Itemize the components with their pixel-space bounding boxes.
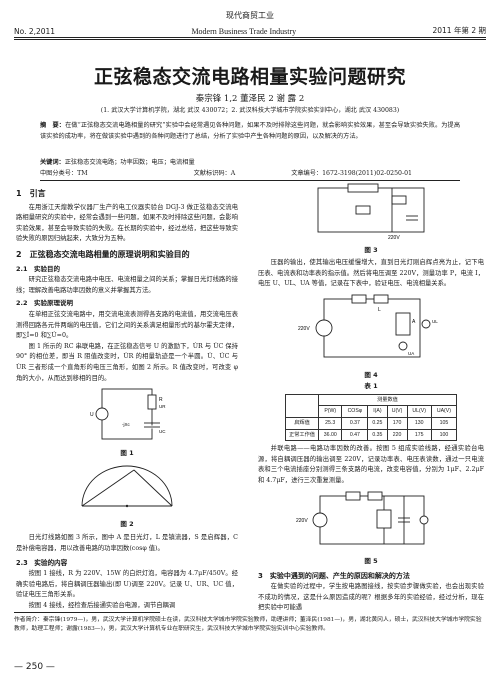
table-1-caption: 表 1 <box>364 382 378 391</box>
table-cell: 36.00 <box>317 428 343 442</box>
table-row: 启辉值 25.3 0.37 0.25 170 130 105 <box>285 416 458 430</box>
figure-1-caption: 图 1 <box>120 448 134 457</box>
figure-1-label-u: U <box>90 412 94 418</box>
figure-4-caption: 图 4 <box>364 370 378 379</box>
abstract-text: 在做“正弦稳态交流电路相量的研究”实验中会经常遇见各种问题，如果不及时排除这些问… <box>40 122 461 140</box>
section-2-1-title: 2.1 实验目的 <box>16 264 61 273</box>
classification-row: 中图分类号：TM 文献标识码：A 文章编号：1672-3198(2011)02-… <box>40 168 460 177</box>
figure-1-circuit: R UR -jXc UC U <box>90 388 166 440</box>
figure-3: 220V 图 3 <box>258 183 484 255</box>
table-cell: 175 <box>406 428 432 442</box>
table-1: 测量数值 P(W) COSφ I(A) U(V) UL(V) UA(V) 启辉值… <box>285 393 458 442</box>
table-col-header: COSφ <box>341 405 369 418</box>
figure-5-label-220: 220V <box>296 518 308 524</box>
table-cell: 130 <box>406 416 432 430</box>
table-row-label: 正常工作值 <box>285 428 319 442</box>
section-2-2-para-2: 图 1 所示的 RC 串联电路，在正弦稳态信号 U 的激励下，U̇R 与 U̇C… <box>16 342 238 382</box>
abstract-rule <box>40 180 460 181</box>
figure-5-circuit: 220V <box>296 491 429 544</box>
footnote-rule <box>14 612 160 613</box>
figure-2: 图 2 <box>16 462 238 529</box>
doc-code: 文献标识码：A <box>193 170 236 177</box>
table-col-header: I(A) <box>367 405 388 418</box>
figure-5: 220V 图 5 <box>258 490 484 567</box>
figure-4-circuit: 220V L A UL UA <box>298 294 438 358</box>
keywords-label: 关键词： <box>40 159 65 166</box>
figure-4-label-a: A <box>412 319 416 325</box>
figure-2-phasor <box>81 465 173 508</box>
section-2-3-title: 2.3 实验的内容 <box>16 558 68 567</box>
table-cell: 25.3 <box>317 416 343 430</box>
figure-4: 220V L A UL UA 图 4 表 1 <box>258 293 484 392</box>
right-para-1: 压器的输出，使其输出电压缓慢增大，直到日光灯刚启辉点亮为止，记下电压表、电流表和… <box>258 259 484 288</box>
section-1-para: 在用浙江天煌教学仪器厂生产的电工仪器实验台 DGJ-3 做正弦稳态交流电路相量研… <box>16 203 238 243</box>
table-cell: 170 <box>386 416 408 430</box>
keywords-text: 正弦稳态交流电路；功率因数；电压；电流相量 <box>64 159 195 166</box>
section-2-title: 2 正弦稳态交流电路相量的原理说明和实验目的 <box>16 249 190 259</box>
author-footnote: 作者简介：秦宗锋(1979—)，男，武汉大学计算机学院硕士在读，武汉科技大学城市… <box>14 617 482 632</box>
table-cell: 220 <box>386 428 408 442</box>
table-group-header: 测量数值 <box>318 393 457 407</box>
journal-name: 现代商贸工业 <box>226 11 274 20</box>
figure-3-caption: 图 3 <box>364 245 378 254</box>
table-cell: 0.37 <box>341 416 369 430</box>
page-number: — 250 — <box>14 662 55 672</box>
issue-right: 2011 年第 2 期 <box>432 26 486 35</box>
table-cell: 0.47 <box>341 428 369 442</box>
right-para-2: 并联电路——电路功率因数的改善。按图 5 组成实验线路，经通实验台电源，将自耦调… <box>258 445 484 484</box>
abstract-label: 摘 要： <box>40 122 66 129</box>
section-3-title: 3 实验中遇到的问题、产生的原因和解决的方法 <box>258 571 410 580</box>
table-cell: 0.35 <box>367 428 388 442</box>
table-cell: 0.25 <box>367 416 388 430</box>
table-corner <box>285 393 319 418</box>
journal-english: Modern Business Trade Industry <box>191 27 297 36</box>
figure-4-label-l: L <box>378 307 381 313</box>
table-row-label: 启辉值 <box>285 416 319 430</box>
article-number: 文章编号：1672-3198(2011)02-0250-01 <box>291 170 412 177</box>
section-2-2-title: 2.2 实验原理说明 <box>16 299 74 308</box>
table-cell: 100 <box>430 428 458 442</box>
figure-4-label-ua: UA <box>408 351 414 356</box>
figure-2-caption: 图 2 <box>120 519 134 528</box>
section-1-title: 1 引言 <box>16 189 46 198</box>
table-col-header: P(W) <box>317 405 343 418</box>
section-3-para: 在做实验的过程中，学生按电路图接线，按实验步骤做实验，也会出现实验不成功的情况，… <box>258 583 484 612</box>
figure-3-label-220: 220V <box>388 235 400 241</box>
authors: 秦宗锋 1,2 董泽民 2 谢 露 2 <box>195 94 305 104</box>
figure-1: R UR -jXc UC U 图 1 <box>16 387 238 458</box>
header-rule-thin <box>14 39 486 40</box>
figure-3-circuit: 220V <box>317 183 425 241</box>
paper-title: 正弦稳态交流电路相量实验问题研究 <box>93 66 406 88</box>
header-rule <box>14 37 486 38</box>
section-2-3-para-2: 按图 4 接线，经检查后接通实验台电源，调节自耦调 <box>28 602 176 610</box>
issue-left: No. 2,2011 <box>14 27 56 36</box>
figure-4-label-ul: UL <box>432 319 438 324</box>
left-column: 1 引言 在用浙江天煌教学仪器厂生产的电工仪器实验台 DGJ-3 做正弦稳态交流… <box>16 184 238 612</box>
right-column: 220V 图 3 压器的输出，使其输出电压缓慢增大，直到日光灯刚启辉点亮为止，记… <box>258 183 484 614</box>
section-2-2-para-3: 日光灯线路如图 3 所示，图中 A 是日光灯，L 是镇流器，S 是启辉器，C 是… <box>16 534 238 553</box>
figure-1-label-uc: UC <box>159 429 166 434</box>
figure-1-label-jxc: -jXc <box>122 422 130 427</box>
section-2-3-para-1: 按图 1 接线，R 为 220V、15W 的白炽灯泡，电容器为 4.7μF/45… <box>16 570 238 599</box>
clc-number: 中图分类号：TM <box>40 170 88 177</box>
figure-1-label-ur: UR <box>159 404 166 409</box>
table-col-header: U(V) <box>386 405 408 418</box>
section-2-2-para-1: 在单相正弦交流电路中，用交流电流表测得各支路的电流值，用交流电压表测得回路各元件… <box>16 310 238 340</box>
section-2-1-para: 研究正弦稳态交流电路中电压、电流相量之间的关系；掌握日光灯线路的接线；理解改善电… <box>16 276 238 294</box>
table-col-header: UL(V) <box>406 405 432 418</box>
table-cell: 105 <box>430 416 458 430</box>
abstract: 摘 要：在做“正弦稳态交流电路相量的研究”实验中会经常遇见各种问题，如果不及时排… <box>40 121 460 142</box>
figure-1-label-r: R <box>159 397 163 403</box>
figure-5-caption: 图 5 <box>364 557 378 566</box>
table-col-header: UA(V) <box>430 405 458 418</box>
header-row: No. 2,2011 Modern Business Trade Industr… <box>14 22 486 36</box>
figure-4-label-220: 220V <box>298 326 310 332</box>
keywords: 关键词：正弦稳态交流电路；功率因数；电压；电流相量 <box>40 157 460 166</box>
table-row: 正常工作值 36.00 0.47 0.35 220 175 100 <box>285 428 458 442</box>
affiliation: (1. 武汉大学计算机学院，湖北 武汉 430072；2. 武汉科技大学城市学院… <box>100 107 400 114</box>
